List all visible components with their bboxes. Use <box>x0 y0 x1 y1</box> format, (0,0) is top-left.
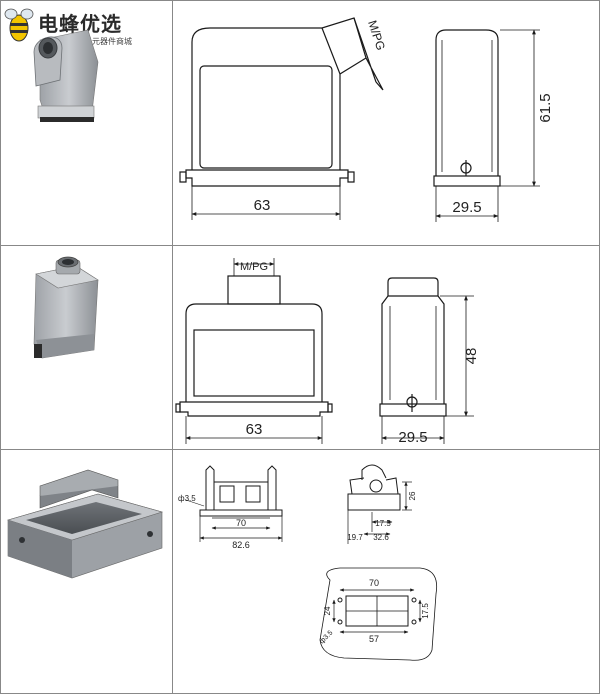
bee-logo-icon <box>4 8 34 42</box>
row1-width-dim: 63 <box>254 197 271 214</box>
row1-entry-label: M/PG <box>365 19 388 52</box>
row3-cutout-top-dim: 70 <box>369 578 379 588</box>
row3-cutout-hole-dim: ф3.5 <box>318 629 334 645</box>
row3-cutout-bottom-dim: 57 <box>369 634 379 644</box>
row3-front-hole-dim: ф3.5 <box>178 494 196 503</box>
row3-side-inner-dim: 17.5 <box>375 519 391 528</box>
row3-product-photo <box>6 469 164 579</box>
row1-height-dim: 61.5 <box>537 93 554 122</box>
row2-side-view <box>379 277 474 444</box>
row2-product-photo <box>33 256 99 359</box>
row1-side-view <box>433 29 540 222</box>
row3-front-outer-dim: 82.6 <box>232 540 250 550</box>
row2-height-dim: 48 <box>463 348 480 365</box>
row3-front-view <box>185 465 283 542</box>
row2-depth-dim: 29.5 <box>398 429 427 446</box>
row3-side-left-dim: 19.7 <box>347 533 363 542</box>
row3-side-view <box>347 464 412 544</box>
row2-front-view <box>175 258 333 444</box>
row2-entry-label: M/PG <box>240 261 268 273</box>
row3-cutout-left-dim: 24 <box>323 606 332 615</box>
row1-product-photo <box>33 29 99 122</box>
row3-panel-cutout <box>319 567 438 661</box>
row3-front-inner-dim: 70 <box>236 518 246 528</box>
row2-width-dim: 63 <box>246 421 263 438</box>
row3-side-outer-dim: 32.6 <box>373 533 389 542</box>
row1-depth-dim: 29.5 <box>452 199 481 216</box>
row3-side-height-dim: 26 <box>408 491 417 500</box>
row1-front-view <box>179 17 384 220</box>
row3-cutout-right-dim: 17.5 <box>421 603 430 619</box>
